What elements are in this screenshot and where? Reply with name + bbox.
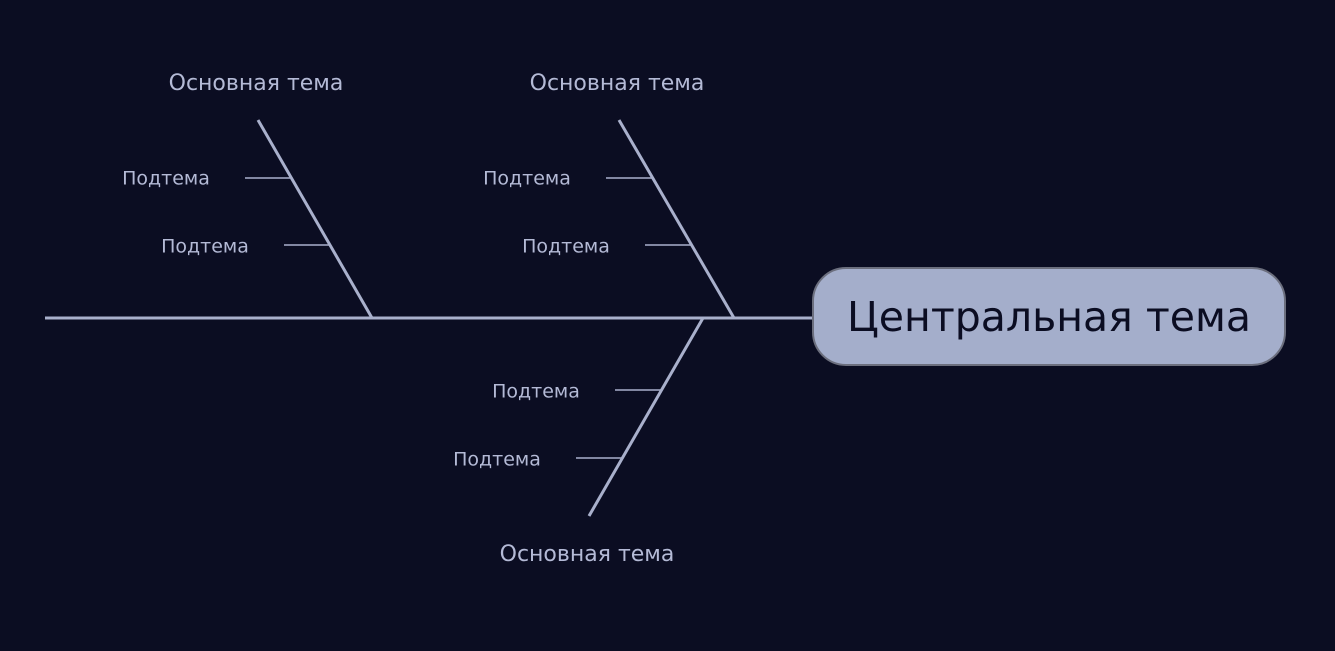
branch-2-label[interactable]: Основная тема — [529, 71, 705, 96]
branch-1-subtopic-1[interactable]: Подтема — [122, 167, 210, 190]
branch-3-subtopic-2[interactable]: Подтема — [453, 448, 541, 471]
branch-2-subtopic-2[interactable]: Подтема — [522, 235, 610, 258]
branch-2-subtopic-1[interactable]: Подтема — [483, 167, 571, 190]
branch-1-bone — [256, 119, 374, 319]
branch-1-label[interactable]: Основная тема — [168, 71, 344, 96]
branch-3-subtopic-1[interactable]: Подтема — [492, 380, 580, 403]
central-topic[interactable]: Центральная тема — [812, 267, 1286, 366]
central-topic-label: Центральная тема — [846, 292, 1252, 341]
branch-2-bone — [617, 119, 736, 319]
branch-1-subtopic-2[interactable]: Подтема — [161, 235, 249, 258]
branch-3-label[interactable]: Основная тема — [499, 542, 675, 567]
branch-3-bone — [587, 317, 705, 517]
